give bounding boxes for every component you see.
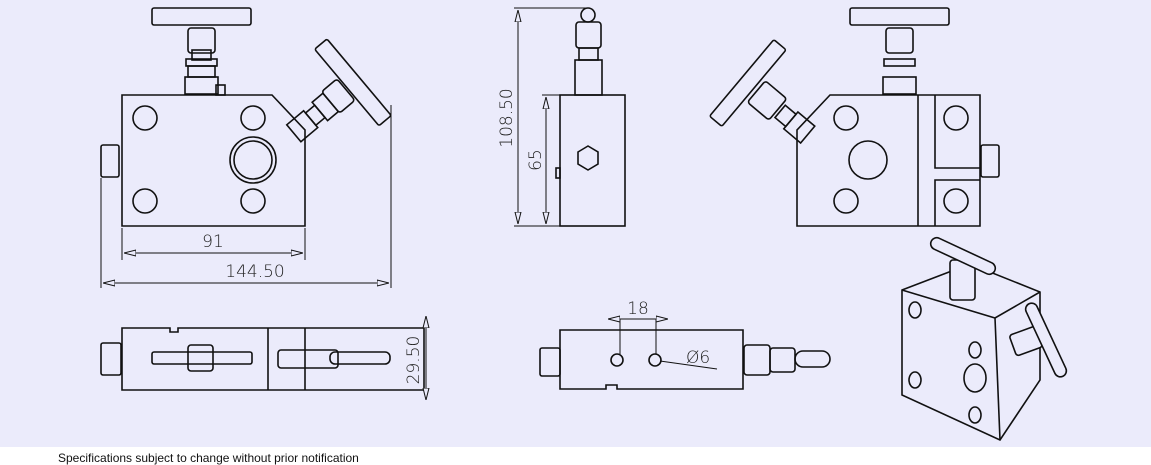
drawing-canvas: 91 144.50 108.50 65	[0, 0, 1151, 447]
front-view: 91 144.50	[100, 7, 392, 288]
top-view: 29.50	[100, 316, 426, 400]
dimension-144-50: 144.50	[225, 262, 284, 282]
dimension-108-50: 108.50	[497, 88, 517, 147]
bottom-view: 18 Ø6	[539, 299, 831, 390]
disclaimer-note: Specifications subject to change without…	[58, 451, 359, 465]
dimension-29-50: 29.50	[404, 336, 424, 385]
dimension-91: 91	[202, 232, 224, 252]
rear-view	[709, 7, 1000, 227]
technical-drawing: 91 144.50 108.50 65	[100, 7, 1068, 442]
side-view: 108.50 65	[497, 7, 626, 227]
isometric-view	[901, 236, 1068, 442]
dimension-diameter-6: Ø6	[686, 348, 710, 368]
dimension-18: 18	[627, 299, 649, 319]
dimension-65: 65	[526, 149, 546, 171]
